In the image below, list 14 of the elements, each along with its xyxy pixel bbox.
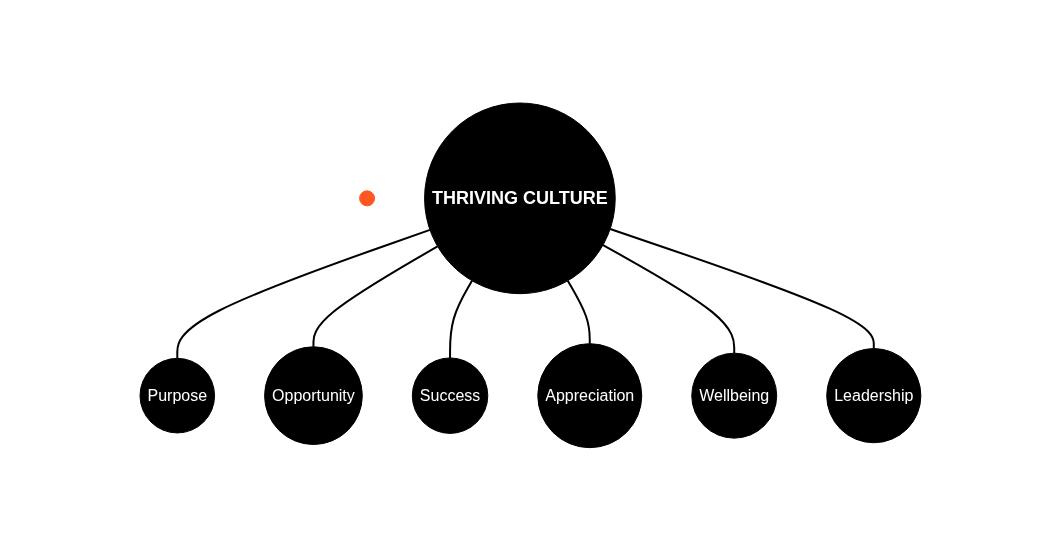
node-circle: Leadership (825, 347, 921, 443)
connector (566, 279, 591, 345)
node-circle: Opportunity (263, 346, 363, 445)
connector (608, 227, 875, 350)
connector (175, 228, 431, 360)
connector (601, 243, 735, 354)
connector (448, 279, 473, 359)
node-circle: Appreciation (536, 342, 642, 448)
node-circle: THRIVING CULTURE (423, 102, 616, 294)
node-circle: Purpose (139, 357, 215, 434)
node-circle (358, 190, 375, 206)
node-circle: Success (411, 357, 488, 434)
node-circle: Wellbeing (690, 352, 777, 439)
connector (312, 245, 439, 348)
